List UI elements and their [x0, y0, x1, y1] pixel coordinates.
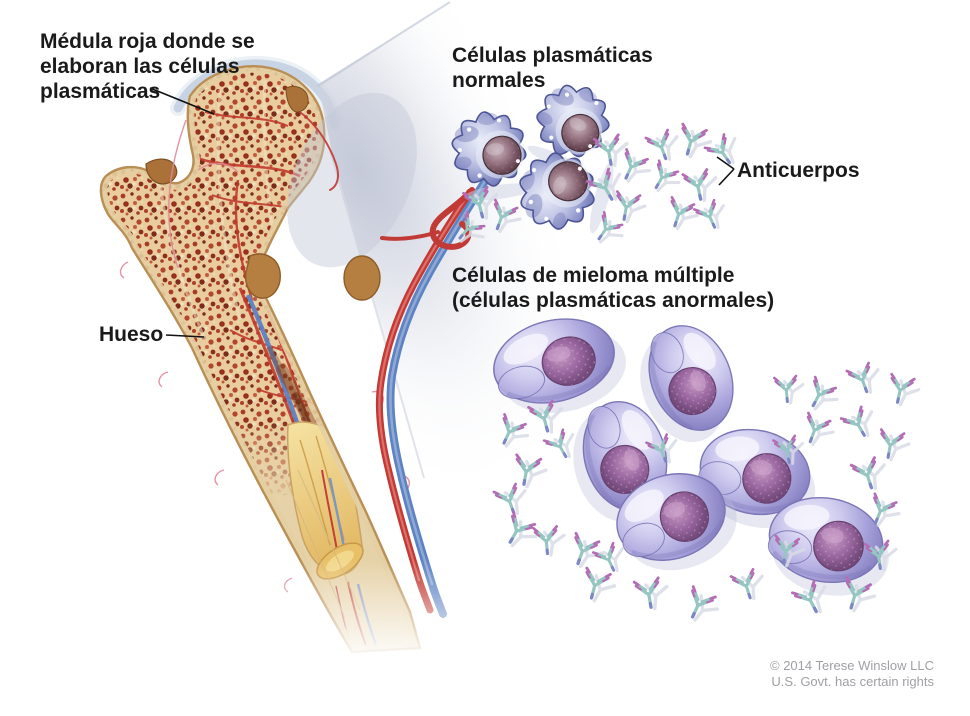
antibody-icon: [799, 375, 844, 420]
antibody-pointer-line: [716, 156, 735, 170]
marrow-label: Médula roja donde se elaboran las célula…: [40, 29, 255, 104]
copyright-credit: © 2014 Terese Winslow LLC U.S. Govt. has…: [770, 658, 934, 690]
antibody-icon: [874, 427, 913, 467]
normal-cells-heading: Células plasmáticas normales: [452, 43, 653, 93]
myeloma-cells: [485, 305, 898, 605]
marrow-label-line: elaboran las células: [40, 55, 240, 78]
bone-fade: [80, 560, 500, 716]
antibody-pointer-line: [718, 168, 735, 186]
marrow-label-line: plasmáticas: [40, 80, 161, 103]
antibody-icon: [796, 411, 838, 454]
copyright-line: © 2014 Terese Winslow LLC: [770, 658, 934, 673]
antibody-icon: [729, 565, 771, 608]
antibody-icon: [495, 510, 543, 558]
antibody-icon: [531, 524, 568, 561]
normal-cells-heading-line: Células plasmáticas: [452, 44, 653, 67]
antibody-icon: [509, 453, 550, 494]
bone-fragment: [343, 255, 381, 301]
pointer-lines: [149, 87, 735, 338]
myeloma-heading-line: Células de mieloma múltiple: [452, 264, 735, 287]
antibodies-label: Anticuerpos: [737, 159, 860, 182]
marrow-label-line: Médula roja donde se: [40, 30, 255, 53]
antibody-icon: [576, 566, 619, 609]
antibody-icon: [772, 373, 807, 409]
normal-cells-heading-line: normales: [452, 69, 546, 92]
lesser-trochanter: [244, 253, 281, 299]
antibody-icon: [883, 372, 923, 412]
copyright-line: U.S. Govt. has certain rights: [771, 674, 934, 689]
antibody-icon: [632, 574, 673, 616]
antibody-icon: [677, 584, 724, 631]
myeloma-heading: Células de mieloma múltiple (células pla…: [452, 263, 774, 313]
antibody-icon: [839, 401, 884, 447]
bone-notch: [285, 85, 309, 113]
marrow-pointer-line: [149, 87, 215, 115]
myeloma-heading-line: (células plasmáticas anormales): [452, 289, 775, 312]
bone-label: Hueso: [99, 323, 164, 346]
trochanter-notch: [145, 158, 178, 185]
antibody-icon: [845, 359, 887, 402]
antibody-icon: [849, 453, 893, 498]
bone-pointer-line: [165, 334, 205, 338]
